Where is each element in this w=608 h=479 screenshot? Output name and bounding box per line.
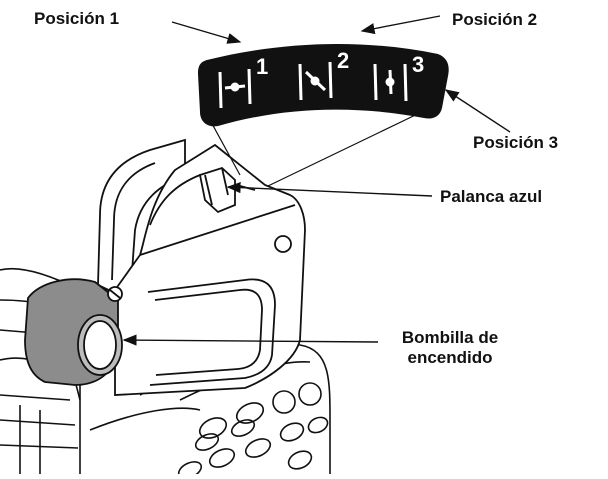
selector-number-2: 2 <box>337 48 349 73</box>
vent-slots <box>177 382 329 479</box>
label-power-bulb-line2: encendido <box>407 348 493 368</box>
switch-housing <box>114 143 306 396</box>
position-3-icon <box>373 63 408 102</box>
arrow-position-3 <box>444 89 511 133</box>
label-arrows <box>122 15 511 346</box>
callout-lines <box>209 107 431 187</box>
label-power-bulb-line1: Bombilla de <box>401 328 499 347</box>
selector-number-1: 1 <box>256 54 268 79</box>
label-position-2: Posición 2 <box>452 10 538 29</box>
position-selector-badge: 1 2 3 <box>198 43 449 127</box>
label-position-1: Posición 1 <box>34 9 120 28</box>
selector-number-3: 3 <box>412 52 424 77</box>
arrow-position-2 <box>360 15 441 35</box>
power-bulb <box>24 278 123 386</box>
arrow-blue-lever <box>226 181 433 197</box>
label-power-bulb: Bombilla de encendido <box>380 328 520 369</box>
position-2-icon <box>298 61 333 101</box>
position-1-icon <box>218 68 252 109</box>
label-blue-lever: Palanca azul <box>440 187 543 206</box>
arrow-position-1 <box>171 21 242 44</box>
arrow-power-bulb <box>122 334 379 346</box>
label-position-3: Posición 3 <box>473 133 559 152</box>
blue-lever <box>198 166 236 214</box>
clamp-arm <box>97 138 186 302</box>
